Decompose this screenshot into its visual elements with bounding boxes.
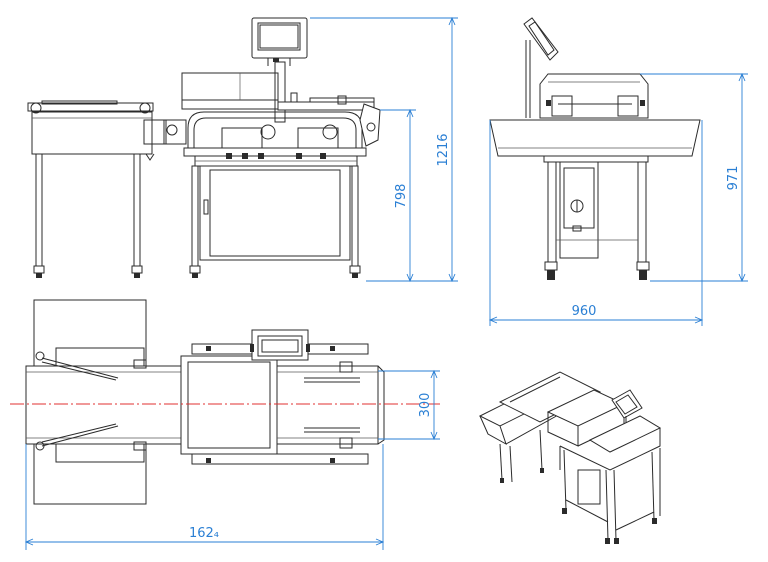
isometric-view [478,371,662,544]
outfeed-conveyor [163,95,381,147]
control-display [251,17,308,123]
dim-1216: 1216 [310,16,458,283]
side-display [523,17,559,118]
dim-1624: 162₄ [24,444,385,550]
infeed-conveyor [27,100,167,278]
dim-1624-label: 162₄ [189,526,219,541]
dim-960-label: 960 [572,304,597,319]
dim-798-label: 798 [394,184,409,209]
weighing-unit [181,72,279,110]
dim-1216-label: 1216 [436,133,451,166]
front-view: 798 1216 [27,16,458,283]
dim-960: 960 [488,120,704,326]
outfeed-top [206,346,385,463]
side-view: 971 960 [488,17,748,326]
dim-300: 300 [378,369,440,441]
infeed-top [25,299,182,505]
top-view: 300 162₄ [10,299,440,550]
dim-971: 971 [640,72,748,283]
side-frame [489,73,701,280]
dim-971-label: 971 [726,166,741,191]
weigh-top [180,329,369,465]
dim-300-label: 300 [418,393,433,418]
